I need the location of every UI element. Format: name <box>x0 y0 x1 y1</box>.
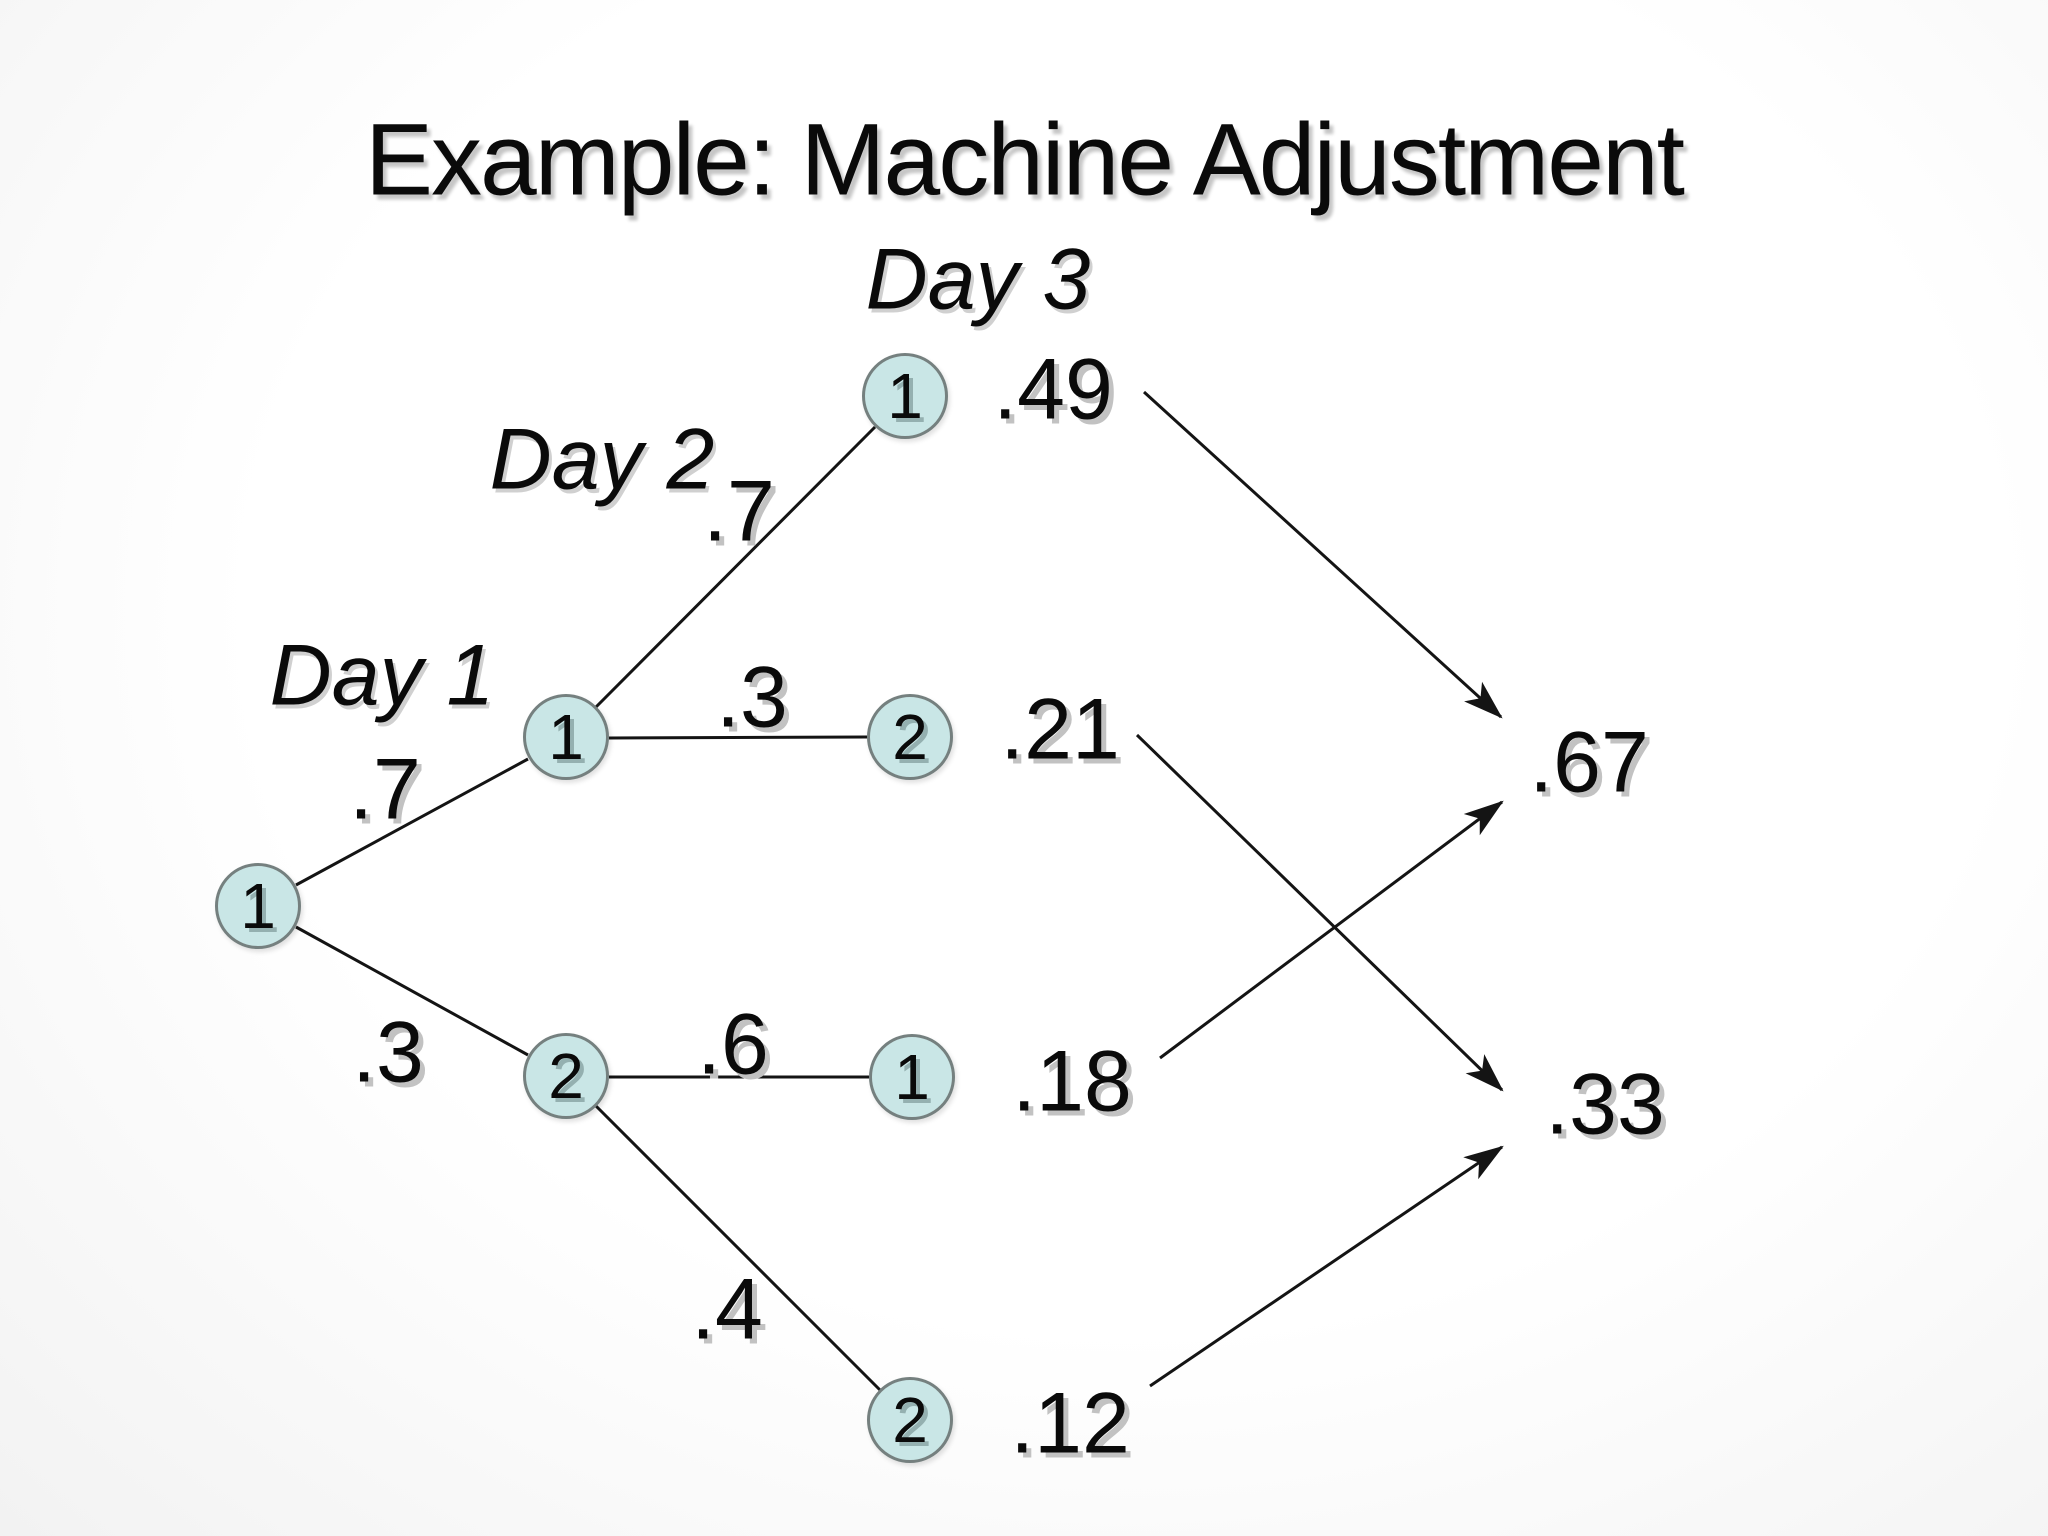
node-day1-state1-label: 1 <box>240 870 276 942</box>
prob-day2-m1-to-m2: .3 <box>716 649 788 746</box>
node-day2-state2: 2 <box>523 1033 609 1119</box>
edge-day1-root-to-m1 <box>295 757 529 887</box>
prob-day1-to-m1: .7 <box>349 741 421 838</box>
prob-day2-m1-to-m1: .7 <box>703 463 775 560</box>
outcome-21: .21 <box>1000 681 1120 778</box>
prob-day2-m2-to-m1: .6 <box>697 996 769 1093</box>
day2-label: Day 2 <box>489 411 715 508</box>
node-day3-state2-upper-label: 2 <box>892 701 928 773</box>
arrow-12-to-33 <box>1149 1145 1504 1388</box>
day1-label: Day 1 <box>269 627 495 724</box>
prob-day2-m2-to-m2: .4 <box>691 1261 763 1358</box>
node-day3-state1-lower: 1 <box>869 1034 955 1120</box>
edge-day2-m1-to-day3-m1 <box>594 425 877 709</box>
edge-day2-m1-to-day3-m2 <box>608 735 868 740</box>
node-day3-state2-lower-label: 2 <box>892 1384 928 1456</box>
node-day3-state1-upper-label: 1 <box>887 360 923 432</box>
arrow-49-to-67 <box>1142 390 1503 719</box>
prob-day1-to-m2: .3 <box>352 1004 424 1101</box>
total-machine2: .33 <box>1545 1056 1665 1153</box>
node-day2-state1: 1 <box>523 694 609 780</box>
outcome-18: .18 <box>1012 1033 1132 1130</box>
outcome-12: .12 <box>1010 1375 1130 1472</box>
node-day3-state1-upper: 1 <box>862 353 948 439</box>
node-day3-state2-upper: 2 <box>867 694 953 780</box>
outcome-49: .49 <box>993 341 1113 438</box>
edge-day2-m2-to-day3-m2 <box>594 1104 882 1392</box>
node-day2-state1-label: 1 <box>548 701 584 773</box>
node-day2-state2-label: 2 <box>548 1040 584 1112</box>
node-day1-state1: 1 <box>215 863 301 949</box>
page-title: Example: Machine Adjustment <box>364 102 1685 217</box>
edge-day1-root-to-m2 <box>295 925 529 1057</box>
arrow-21-to-33 <box>1135 733 1504 1092</box>
total-machine1: .67 <box>1529 714 1649 811</box>
node-day3-state2-lower: 2 <box>867 1377 953 1463</box>
arrow-18-to-67 <box>1159 800 1504 1060</box>
day3-label: Day 3 <box>865 231 1091 328</box>
node-day3-state1-lower-label: 1 <box>894 1041 930 1113</box>
